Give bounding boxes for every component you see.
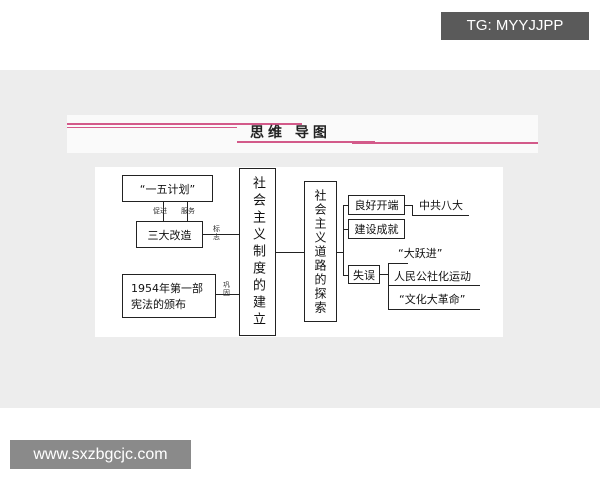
header-line-bottom	[237, 141, 375, 143]
box-achievements: 建设成就	[348, 219, 405, 239]
mind-map: “一五计划” 促进 服务 三大改造 标志 1954年第一部宪法的颁布 巩固 社会…	[95, 167, 503, 337]
connector	[187, 202, 188, 221]
arrow-sign	[203, 234, 239, 235]
text-cultural: “文化大革命”	[399, 293, 466, 306]
connector	[343, 229, 348, 230]
label-promote: 促进	[153, 207, 167, 215]
header-line-dash	[67, 127, 237, 128]
bracket-line	[388, 263, 389, 310]
header-line-top	[67, 123, 302, 125]
text-commune: 人民公社化运动	[394, 270, 471, 283]
watermark-bottom: www.sxzbgcjc.com	[10, 440, 191, 469]
header-line-right	[352, 142, 538, 144]
underline	[388, 285, 480, 286]
box-plan: “一五计划”	[122, 175, 213, 202]
box-constitution: 1954年第一部宪法的颁布	[122, 274, 216, 318]
connector	[276, 252, 304, 253]
connector	[343, 205, 348, 206]
label-consolidate: 巩固	[223, 281, 230, 297]
box-good-start: 良好开端	[348, 195, 405, 215]
underline	[412, 215, 469, 216]
connector	[388, 263, 408, 264]
text-eighth-congress: 中共八大	[419, 199, 463, 212]
branch-line	[343, 205, 344, 276]
section-header	[67, 115, 538, 153]
connector	[405, 205, 412, 206]
box-system: 社会主义制度的建立	[239, 168, 276, 336]
box-transform: 三大改造	[136, 221, 203, 248]
underline	[388, 309, 480, 310]
connector	[412, 205, 413, 215]
text-leap: “大跃进”	[398, 247, 443, 260]
label-serve: 服务	[181, 207, 195, 215]
connector	[163, 202, 164, 221]
watermark-top: TG: MYYJJPP	[441, 12, 589, 40]
box-mistakes: 失误	[348, 265, 380, 284]
label-sign: 标志	[213, 225, 220, 241]
connector	[337, 252, 343, 253]
connector	[343, 275, 348, 276]
arrow-consolidate	[216, 294, 239, 295]
connector	[380, 274, 388, 275]
header-title: 思维 导图	[250, 125, 331, 141]
box-road: 社会主义道路的探索	[304, 181, 337, 322]
